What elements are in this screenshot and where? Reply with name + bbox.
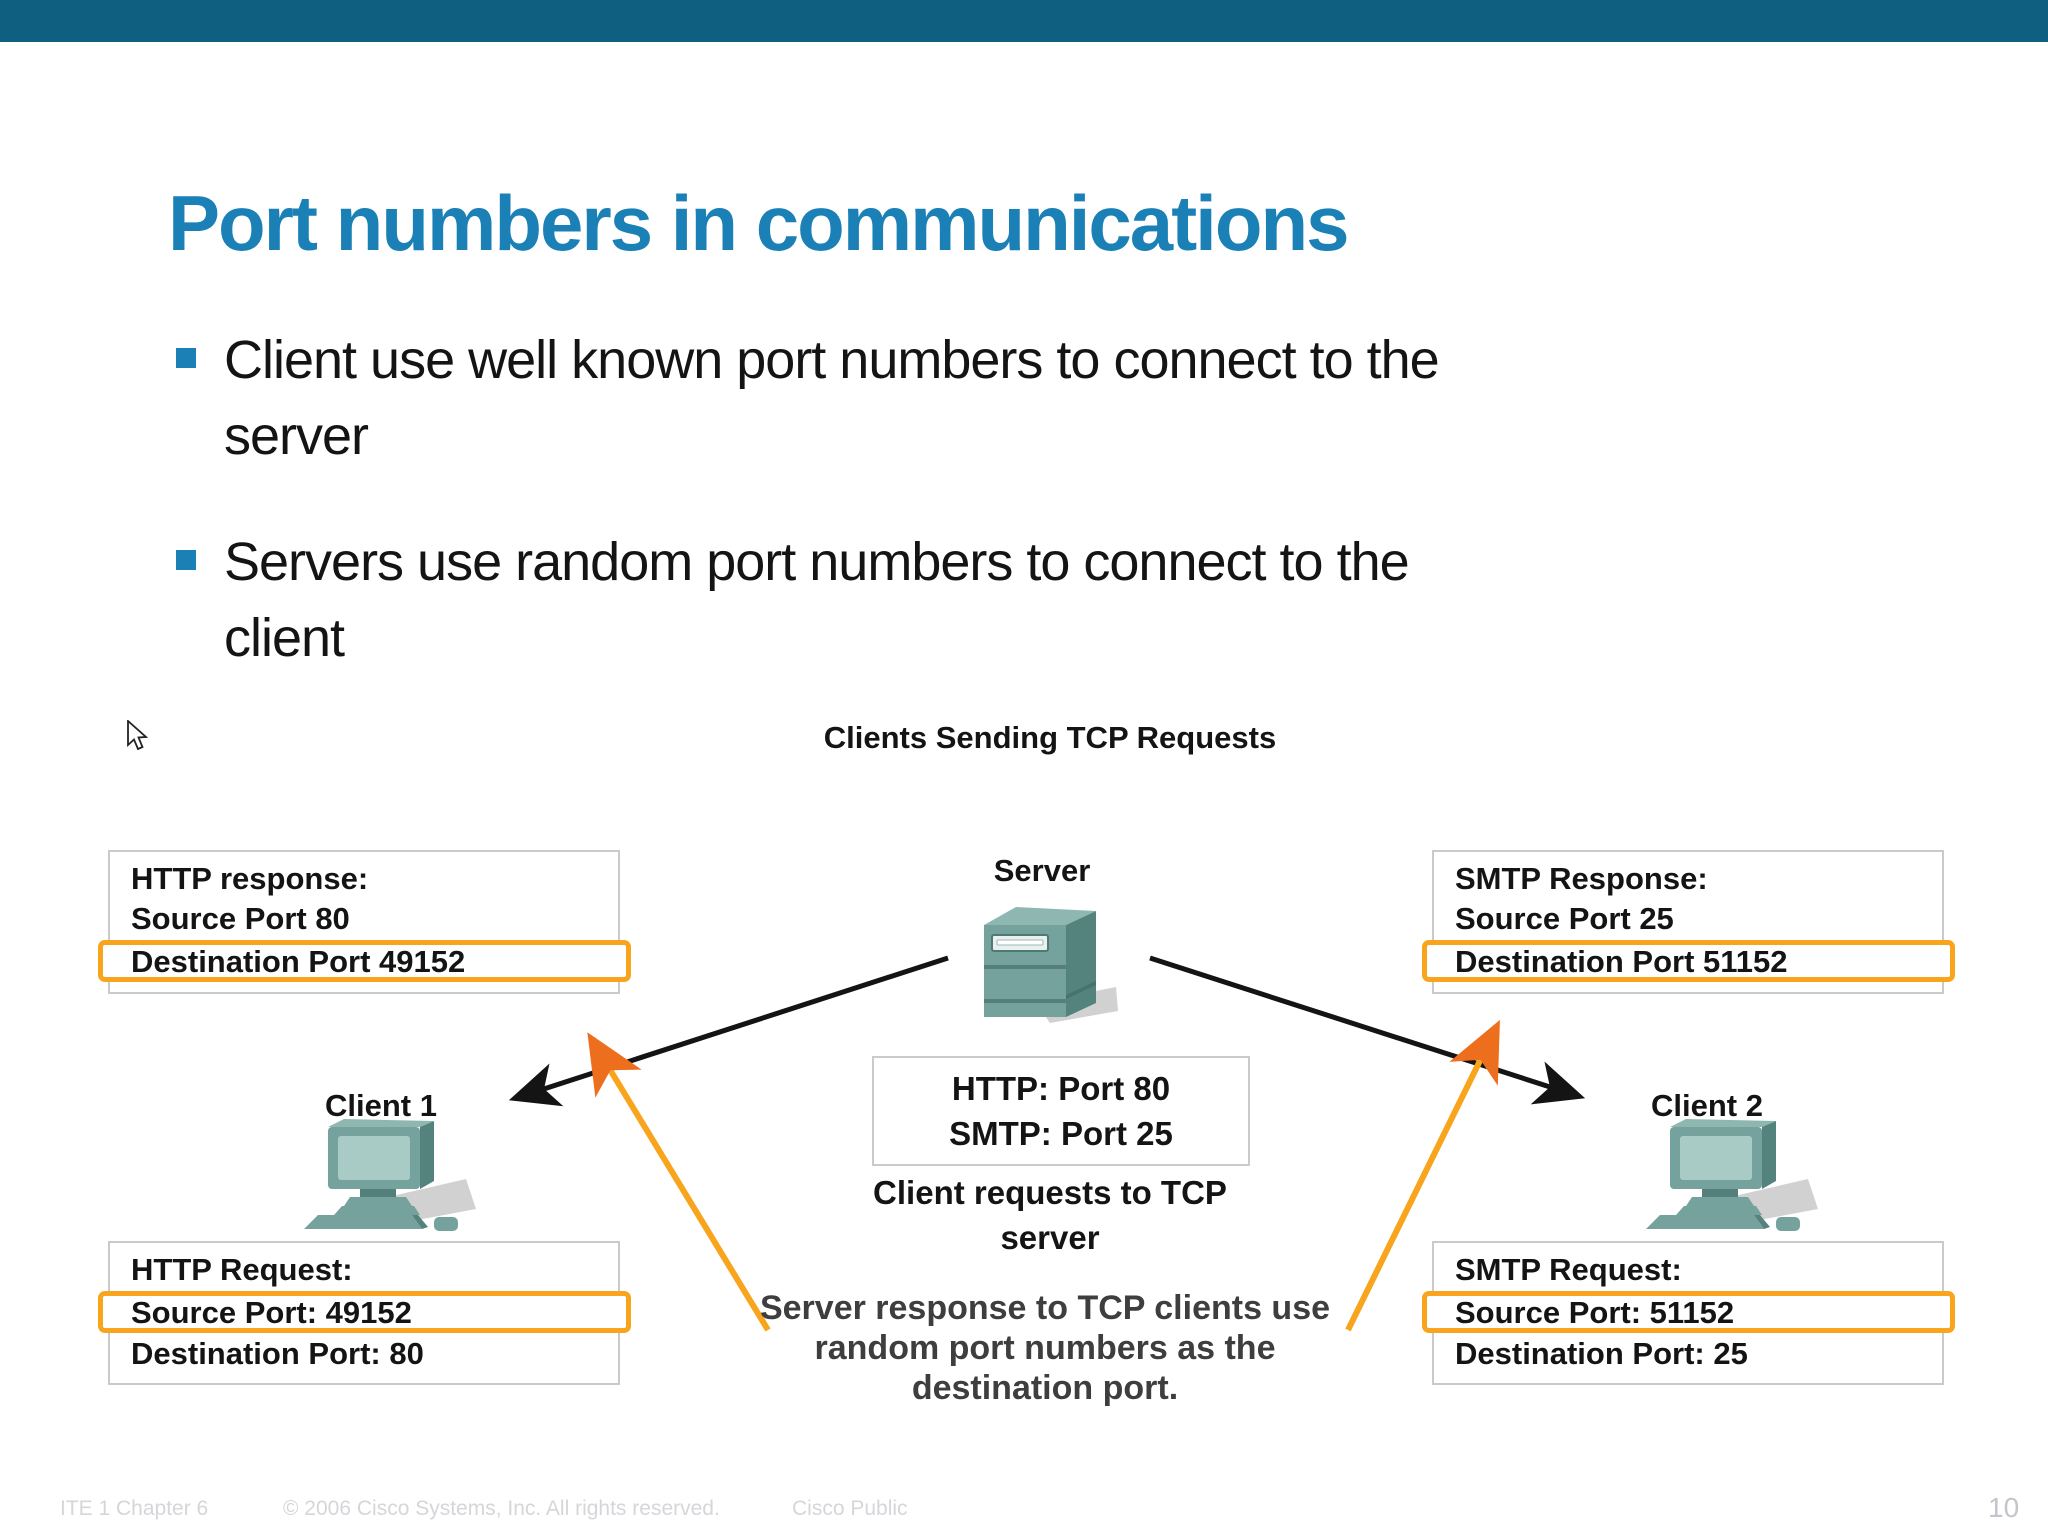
- box-line: SMTP Request:: [1455, 1252, 1682, 1287]
- server-icon: [984, 907, 1118, 1023]
- smtp-request-box: SMTP Request: Source Port: 51152 Destina…: [1422, 1241, 1955, 1385]
- footer-copyright: © 2006 Cisco Systems, Inc. All rights re…: [283, 1497, 720, 1520]
- bullet-line: Servers use random port numbers to conne…: [224, 532, 1410, 592]
- box-line: Destination Port: 80: [131, 1336, 424, 1371]
- bullet-square-icon: [176, 550, 196, 570]
- client1-label: Client 1: [325, 1088, 437, 1123]
- client1-computer-icon: [304, 1119, 476, 1231]
- server-label: Server: [993, 853, 1091, 888]
- page-number: 10: [1988, 1492, 2020, 1523]
- footer-chapter: ITE 1 Chapter 6: [60, 1497, 209, 1520]
- client2-label: Client 2: [1651, 1088, 1763, 1123]
- bullet-line: Client use well known port numbers to co…: [224, 330, 1440, 390]
- http-request-box: HTTP Request: Source Port: 49152 Destina…: [98, 1241, 631, 1385]
- box-line: Source Port 25: [1455, 901, 1674, 936]
- client-requests-caption: Client requests to TCP server: [873, 1174, 1227, 1256]
- box-line: HTTP response:: [131, 861, 369, 896]
- page-title: Port numbers in communications: [168, 179, 1350, 267]
- box-line-highlighted: Source Port: 51152: [1422, 1291, 1955, 1333]
- server-response-note: Server response to TCP clients use rando…: [759, 1289, 1331, 1407]
- client2-computer-icon: [1646, 1119, 1818, 1231]
- bullet-line: server: [224, 406, 369, 466]
- smtp-response-box: SMTP Response: Source Port 25 Destinatio…: [1422, 850, 1955, 994]
- box-line: HTTP Request:: [131, 1252, 353, 1287]
- http-response-box: HTTP response: Source Port 80 Destinatio…: [98, 850, 631, 994]
- bullet-square-icon: [176, 348, 196, 368]
- bullet-line: client: [224, 608, 345, 668]
- box-line: Source Port 80: [131, 901, 350, 936]
- slide-header-bar: [0, 0, 2048, 42]
- box-line-highlighted: Source Port: 49152: [98, 1291, 631, 1333]
- box-line: HTTP: Port 80: [951, 1070, 1171, 1107]
- diagram-title: Clients Sending TCP Requests: [823, 720, 1277, 755]
- mouse-cursor-icon: [127, 720, 149, 751]
- box-line: SMTP: Port 25: [949, 1115, 1173, 1152]
- bullet-item: Client use well known port numbers to co…: [168, 322, 1508, 474]
- box-line-highlighted: Destination Port 49152: [98, 940, 631, 982]
- server-ports-box: HTTP: Port 80 SMTP: Port 25: [872, 1056, 1250, 1166]
- box-line: Destination Port: 25: [1455, 1336, 1748, 1371]
- bullet-item: Servers use random port numbers to conne…: [168, 524, 1508, 676]
- box-line-highlighted: Destination Port 51152: [1422, 940, 1955, 982]
- box-line: SMTP Response:: [1455, 861, 1708, 896]
- footer-classification: Cisco Public: [792, 1497, 908, 1520]
- bullet-list: Client use well known port numbers to co…: [168, 322, 1508, 726]
